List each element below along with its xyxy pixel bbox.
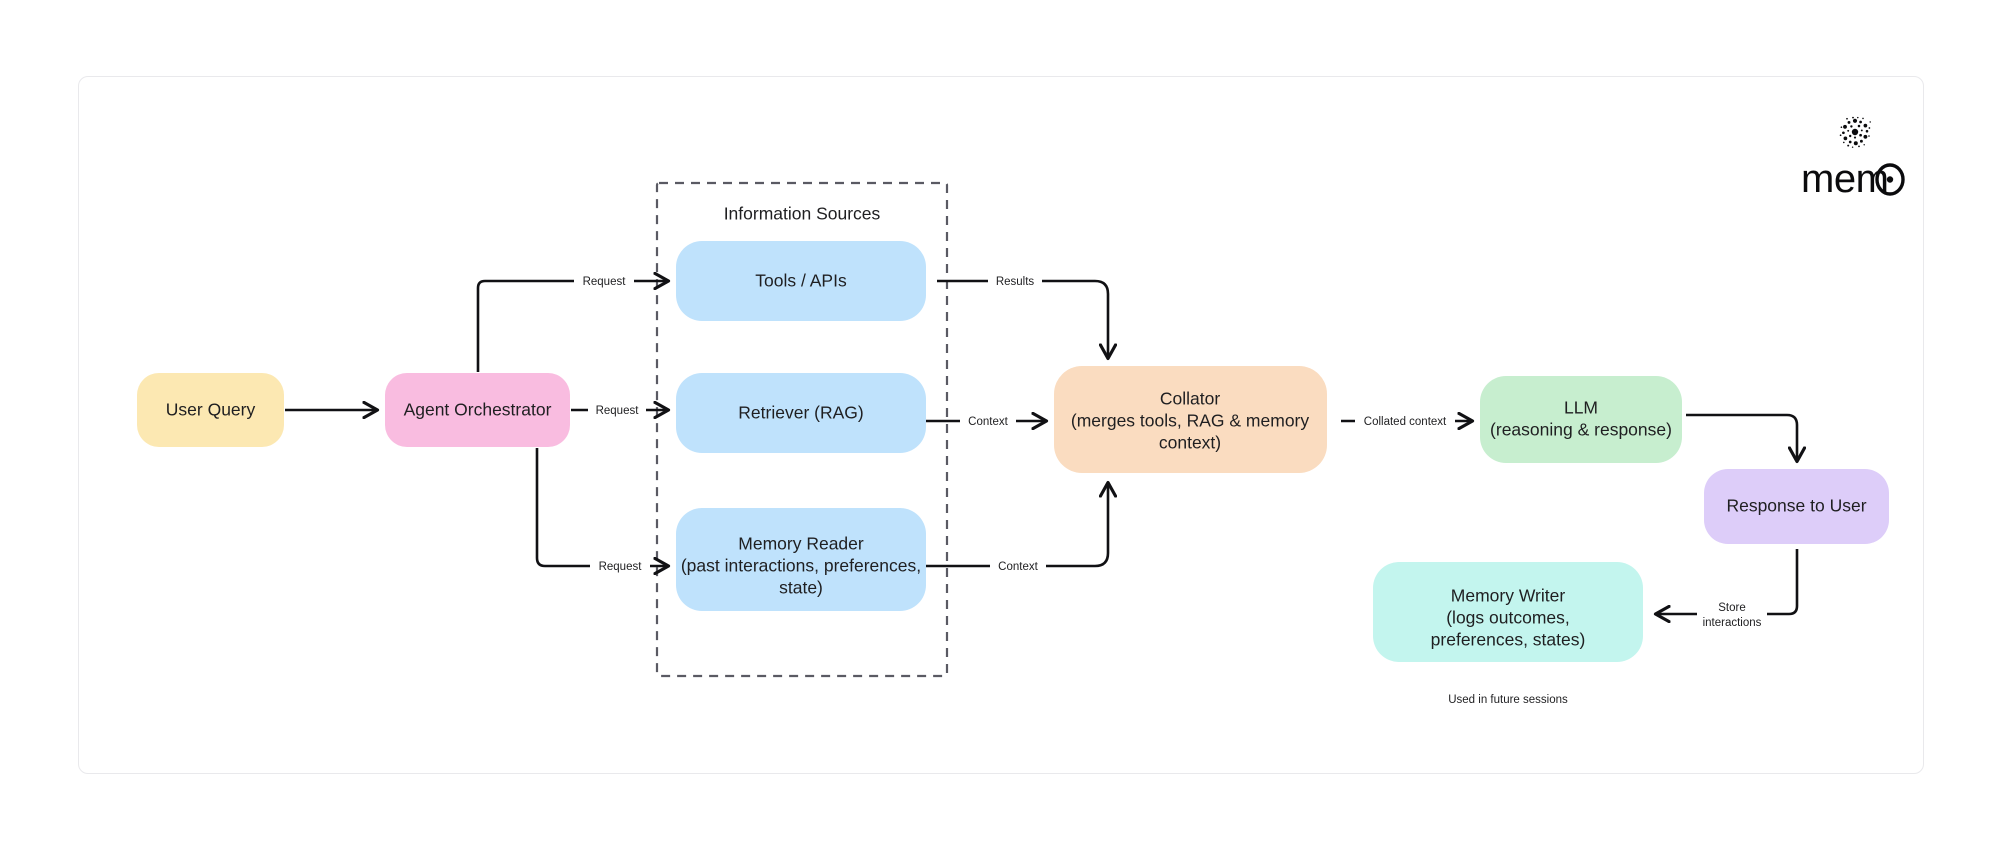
edge-retriever-rag-to-collator: Context [910, 411, 1045, 431]
node-collator-label-3: context) [1159, 433, 1221, 453]
node-retriever-rag-label: Retriever (RAG) [738, 403, 863, 423]
brand-logo: mem [1780, 112, 1930, 212]
node-layer: User Query Agent Orchestrator Tools / AP… [137, 241, 1889, 662]
node-llm[interactable]: LLM (reasoning & response) [1480, 376, 1682, 463]
node-retriever-rag[interactable]: Retriever (RAG) [676, 373, 926, 453]
edge-label-collated-context: Collated context [1364, 416, 1447, 428]
brand-wordmark: mem [1801, 157, 1909, 209]
mem0-particle-logo-icon [1839, 116, 1871, 148]
node-memory-writer[interactable]: Memory Writer (logs outcomes, preference… [1373, 562, 1643, 662]
node-collator[interactable]: Collator (merges tools, RAG & memory con… [1054, 366, 1327, 473]
note-used-in-future-sessions: Used in future sessions [1448, 694, 1568, 706]
node-memory-writer-label-3: preferences, states) [1431, 630, 1586, 650]
node-response-to-user-label: Response to User [1726, 496, 1866, 516]
edge-label-context-memory: Context [998, 561, 1038, 573]
edge-agent-orchestrator-to-tools-apis: Request [476, 271, 667, 372]
node-memory-reader-label-2: (past interactions, preferences, [681, 556, 921, 576]
edge-label-request-retriever: Request [596, 405, 640, 417]
node-response-to-user[interactable]: Response to User [1704, 469, 1889, 544]
edge-tools-apis-to-collator: Results [937, 271, 1108, 357]
edge-response-to-user-to-memory-writer: Store interactions [1657, 549, 1799, 630]
node-agent-orchestrator-label: Agent Orchestrator [404, 400, 552, 420]
edge-label-context-retriever: Context [968, 416, 1008, 428]
edge-label-interactions: interactions [1703, 617, 1762, 629]
node-memory-writer-label-2: (logs outcomes, [1446, 608, 1570, 628]
edge-collator-to-llm: Collated context [1341, 411, 1471, 431]
node-llm-label-1: LLM [1564, 398, 1598, 418]
node-llm-label-2: (reasoning & response) [1490, 420, 1672, 440]
edge-agent-orchestrator-to-memory-reader: Request [535, 448, 667, 576]
node-agent-orchestrator[interactable]: Agent Orchestrator [385, 373, 570, 447]
node-tools-apis[interactable]: Tools / APIs [676, 241, 926, 321]
node-tools-apis-label: Tools / APIs [755, 271, 847, 291]
node-memory-reader-label-3: state) [779, 578, 823, 598]
edge-label-request-memory: Request [599, 561, 643, 573]
edge-label-store: Store [1718, 602, 1746, 614]
edge-memory-reader-to-collator: Context [910, 484, 1108, 576]
svg-text:mem: mem [1801, 158, 1888, 201]
node-memory-reader[interactable]: Memory Reader (past interactions, prefer… [676, 508, 926, 611]
edge-label-results: Results [996, 276, 1035, 288]
node-memory-reader-label-1: Memory Reader [738, 534, 864, 554]
mem0-wordmark-icon: mem [1801, 157, 1905, 201]
edge-llm-to-response-to-user [1686, 413, 1797, 460]
node-collator-label-1: Collator [1160, 389, 1220, 409]
note-layer: Used in future sessions [1448, 694, 1568, 706]
edge-label-request-tools: Request [583, 276, 627, 288]
group-information-sources: Information Sources [655, 181, 949, 678]
edge-agent-orchestrator-to-retriever-rag: Request [571, 400, 667, 420]
node-user-query[interactable]: User Query [137, 373, 284, 447]
edge-layer: Request Request Request Results [285, 271, 1797, 630]
node-user-query-label: User Query [166, 400, 256, 420]
node-memory-writer-label-1: Memory Writer [1451, 586, 1566, 606]
node-collator-label-2: (merges tools, RAG & memory [1071, 411, 1309, 431]
group-title-label: Information Sources [724, 204, 881, 224]
